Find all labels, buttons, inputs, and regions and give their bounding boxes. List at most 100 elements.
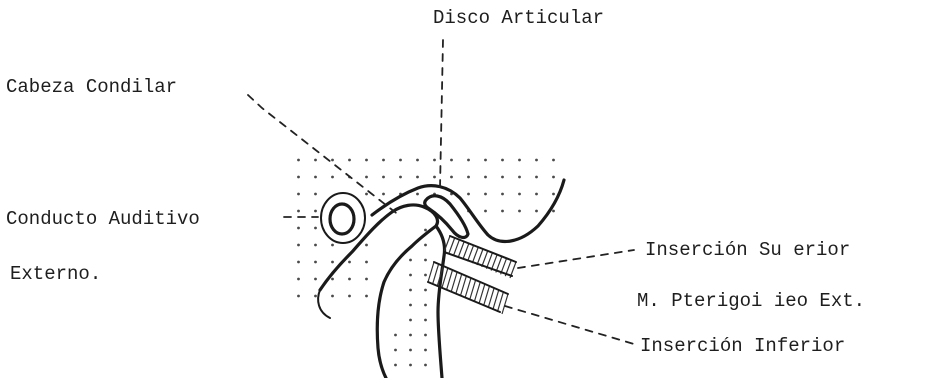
stipple-dot <box>450 159 453 162</box>
stipple-dot <box>348 261 351 264</box>
label-disco-articular: Disco Articular <box>433 7 604 29</box>
hatch-line <box>479 284 485 304</box>
leader-cabeza-condilar <box>248 95 400 216</box>
stipple-dot <box>394 334 397 337</box>
hatch-line <box>472 247 478 263</box>
label-conducto-auditivo: Conducto Auditivo <box>6 208 200 230</box>
stipple-dot <box>314 227 317 230</box>
stipple-dot <box>331 176 334 179</box>
stipple-dot <box>365 278 368 281</box>
stipple-dot <box>331 261 334 264</box>
stipple-dot <box>314 295 317 298</box>
stipple-dot <box>314 176 317 179</box>
hatch-line <box>456 274 462 294</box>
stipple-dot <box>450 176 453 179</box>
stipple-dot <box>331 295 334 298</box>
stipple-dot <box>424 349 427 352</box>
stipple-dot <box>314 261 317 264</box>
leader-insercion-inferior <box>505 306 634 344</box>
label-pterigoideo: M. Pterigoi ieo Ext. <box>637 290 865 312</box>
stipple-dot <box>399 176 402 179</box>
stipple-dot <box>314 159 317 162</box>
stipple-dot <box>348 278 351 281</box>
stipple-dot <box>424 304 427 307</box>
stipple-dot <box>535 210 538 213</box>
stipple-dot <box>331 159 334 162</box>
stipple-dot <box>424 259 427 262</box>
stipple-dot <box>314 210 317 213</box>
hatch-line <box>449 238 455 254</box>
stipple-dot <box>552 159 555 162</box>
stipple-dot <box>501 193 504 196</box>
stipple-dot <box>297 244 300 247</box>
stipple-dot <box>424 244 427 247</box>
stipple-dot <box>297 176 300 179</box>
hatch-line <box>460 276 466 296</box>
stipple-dot <box>297 227 300 230</box>
stipple-dot <box>467 159 470 162</box>
hatch-line <box>453 240 459 256</box>
stipple-dot <box>297 193 300 196</box>
label-insercion-superior: Inserción Su erior <box>645 239 850 261</box>
stipple-dot <box>424 334 427 337</box>
stipple-dot <box>297 210 300 213</box>
hatch-line <box>428 262 434 282</box>
stipple-dot <box>433 159 436 162</box>
stipple-dot <box>409 334 412 337</box>
stipple-dot <box>314 193 317 196</box>
stipple-dot <box>501 210 504 213</box>
stipple-dot <box>365 193 368 196</box>
stipple-dot <box>433 176 436 179</box>
stipple-dot <box>467 176 470 179</box>
stipple-dot <box>409 259 412 262</box>
hatch-line <box>465 278 471 298</box>
stipple-dot <box>416 193 419 196</box>
stipple-dot <box>518 159 521 162</box>
stipple-dot <box>501 176 504 179</box>
stipple-dot <box>424 274 427 277</box>
stipple-dot <box>424 319 427 322</box>
stipple-dot <box>365 159 368 162</box>
stipple-dot <box>409 304 412 307</box>
label-conducto-auditivo-externo: Externo. <box>10 263 101 285</box>
stipple-dot <box>535 193 538 196</box>
stipple-dot <box>297 295 300 298</box>
hatch-line <box>433 264 439 284</box>
hatch-line <box>477 249 483 265</box>
stipple-dot <box>409 289 412 292</box>
stipple-dot <box>348 159 351 162</box>
stipple-dot <box>552 176 555 179</box>
stipple-dot <box>365 244 368 247</box>
hatch-line <box>470 280 476 300</box>
stipple-dot <box>518 210 521 213</box>
stipple-dot <box>484 210 487 213</box>
stipple-dot <box>409 274 412 277</box>
stipple-dot <box>518 176 521 179</box>
hatch-line <box>468 245 474 261</box>
leader-insercion-superior <box>518 250 634 268</box>
stipple-dot <box>484 176 487 179</box>
stipple-dot <box>297 159 300 162</box>
stipple-dot <box>518 193 521 196</box>
mandibular-ramus-posterior <box>318 290 330 318</box>
stipple-dot <box>399 159 402 162</box>
temporal-bone-stipple <box>297 159 555 298</box>
stipple-dot <box>297 278 300 281</box>
stipple-dot <box>467 193 470 196</box>
stipple-dot <box>409 319 412 322</box>
stipple-dot <box>552 210 555 213</box>
stipple-dot <box>409 349 412 352</box>
stipple-dot <box>424 229 427 232</box>
hatch-line <box>493 290 499 310</box>
stipple-dot <box>331 278 334 281</box>
stipple-dot <box>501 159 504 162</box>
hatch-line <box>451 272 457 292</box>
stipple-dot <box>348 295 351 298</box>
stipple-dot <box>314 278 317 281</box>
stipple-dot <box>416 176 419 179</box>
mandibular-ramus-anterior <box>436 226 445 378</box>
hatch-line <box>482 251 488 267</box>
mandibular-condyle-head <box>377 207 437 378</box>
stipple-dot <box>424 364 427 367</box>
